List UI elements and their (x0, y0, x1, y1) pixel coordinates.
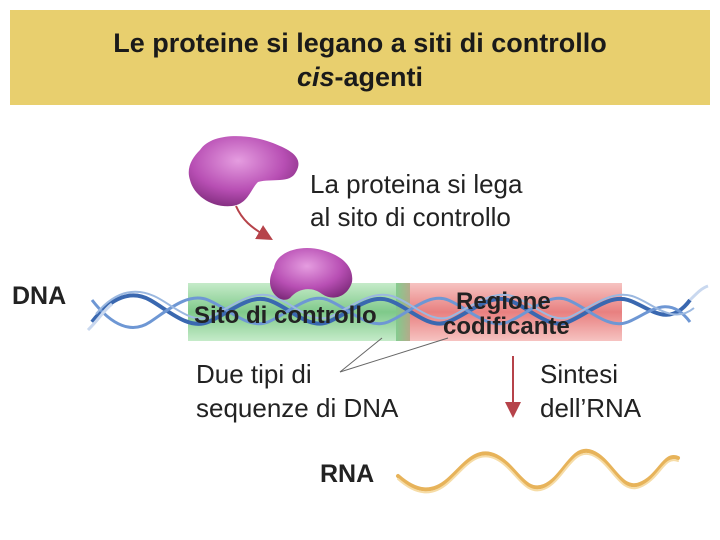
rna-synthesis-label-line-2: dell’RNA (540, 393, 642, 423)
title-banner: Le proteine si legano a siti di controll… (10, 10, 710, 105)
binding-arrow (235, 205, 273, 240)
two-types-label-line-2: sequenze di DNA (196, 393, 399, 423)
coding-region-label-line-2: codificante (443, 313, 570, 340)
dna-strand-end-left (86, 302, 113, 332)
rna-label: RNA (320, 460, 375, 488)
rna-strand (396, 448, 680, 492)
dna-label: DNA (12, 282, 67, 310)
dna-strand-2 (90, 296, 692, 329)
title-line-2-rest: -agenti (334, 62, 424, 92)
title-italic-word: cis (296, 62, 335, 92)
title-line-2: cis-agenti (10, 60, 710, 94)
pointer-line-coding (339, 337, 449, 373)
free-protein-shape (188, 136, 299, 207)
bound-protein-shape (270, 248, 353, 300)
protein-binding-label-line-2: al sito di controllo (310, 202, 511, 232)
pointer-line-control (339, 337, 383, 373)
dna-strand-end-right (688, 284, 709, 302)
control-site-label: Sito di controllo (194, 302, 377, 329)
coding-region-label-line-1: Regione (456, 288, 551, 315)
two-types-label-line-1: Due tipi di (196, 359, 312, 389)
rna-strand-shadow (397, 452, 679, 494)
dna-strand-1 (90, 293, 692, 326)
dna-strand-3 (95, 290, 695, 320)
rna-synthesis-label-line-1: Sintesi (540, 359, 619, 389)
title-line-1: Le proteine si legano a siti di controll… (113, 28, 607, 58)
protein-binding-label-line-1: La proteina si lega (310, 169, 523, 199)
